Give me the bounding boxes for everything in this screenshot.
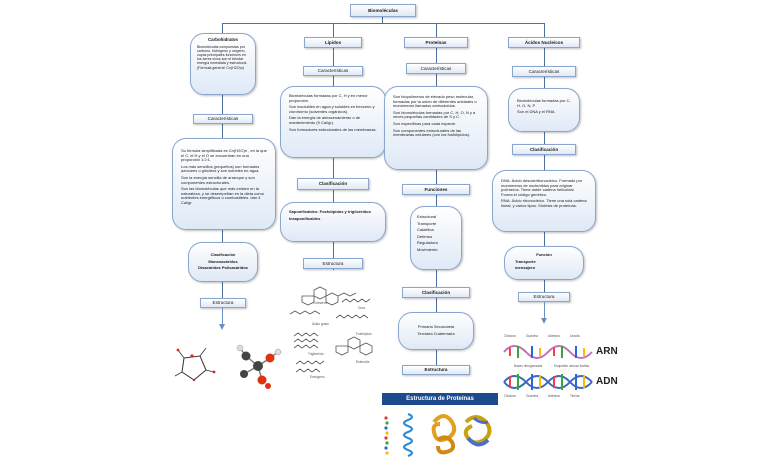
proteinas-funciones-label: Funciones — [402, 184, 470, 195]
lipidos-estructura: Estructura — [303, 258, 363, 269]
carbohidratos-clas-item-2: Disacáridos Polisacáridos — [198, 265, 248, 271]
helix-label-guanina: Guanina — [526, 334, 539, 338]
carbohidratos-car-2: Los más sencillos (pequeños) son formado… — [181, 163, 260, 174]
connector-col3-top — [436, 23, 437, 37]
carbohidratos-estructura: Estructura — [200, 298, 246, 308]
connector-top-horizontal — [222, 23, 544, 24]
proteinas-caracteristicas-label: Características — [406, 63, 466, 74]
carbohidratos-arrow-head — [219, 324, 225, 330]
carbohidratos-caracteristicas-text: Su fórmula simplificada es Cn(H2O)n , en… — [172, 138, 276, 230]
connector-col1-top — [222, 23, 223, 37]
proteinas-func-2: Transporte — [417, 220, 437, 226]
helix-label-guanina-adn: Guanina — [526, 394, 539, 398]
carbohidratos-clas-title: Clasificación — [210, 252, 236, 258]
connector-col4-top — [544, 23, 545, 37]
proteinas-car-2: Son biomoléculas formadas por C, H, O, N… — [393, 109, 476, 120]
carbohidratos-intro: Biomoléculas compuestas por carbono, hid… — [197, 44, 248, 70]
protein-structures — [384, 412, 492, 458]
acidos-arrow-shaft — [544, 302, 545, 320]
proteinas-func-3: Catalítica — [417, 227, 434, 233]
lipid-label-fosfolipido: Fosfolípido — [356, 332, 372, 336]
acidos-car-2: Son el DNA y el RNA — [517, 109, 555, 115]
connector-root-down — [382, 17, 383, 23]
lipid-label-cera: Cera — [358, 306, 365, 310]
ball-stick-molecule — [236, 344, 282, 389]
proteinas-car-4: Son componentes estructurales de las mem… — [393, 127, 471, 138]
arn-label: ARN — [596, 346, 618, 357]
proteinas-clas-2: Terciaria Cuaternaria — [417, 331, 455, 336]
carbohidratos-arrow-shaft — [222, 308, 223, 326]
lipid-label-estrogeno: Estrógeno — [310, 375, 325, 379]
proteinas-clasificacion-label: Clasificación — [402, 287, 470, 298]
lipidos-car-2: Son insolubles en agua y solubles en ben… — [289, 104, 375, 114]
acidos-clas-rna: RNA: Ácido ribonucleico. Tiene una sola … — [501, 198, 587, 208]
acidos-caracteristicas-label: Características — [512, 66, 576, 77]
acidos-funcion: Función Transporte mensajero — [504, 246, 584, 280]
lipid-structures — [289, 286, 373, 373]
root-node: Biomoléculas — [350, 4, 416, 17]
glucose-ring-molecule — [174, 347, 216, 382]
acidos-clasificacion-label: Clasificación — [512, 144, 576, 155]
proteinas-estructura: Estructura — [402, 365, 470, 375]
carbohidratos-car-3: Son la energía sencilla de arranque y so… — [181, 174, 255, 185]
proteinas-car-3: Son específicas para cada especie. — [393, 120, 457, 126]
helix-label-timina: Timina — [570, 394, 580, 398]
helix-label-citosina-adn: Citosina — [504, 394, 516, 398]
acidos-caracteristicas-text: Biomoléculas formadas por C, H, O, N, P … — [508, 88, 580, 132]
lipidos-clasificacion-label: Clasificación — [297, 178, 369, 190]
lipid-label-acido-graso: Ácido graso — [312, 322, 329, 326]
proteinas-banner: Estructura de Proteínas — [382, 393, 498, 405]
lipidos-car-4: Son formadores estructurales de las memb… — [289, 126, 377, 132]
acidos-clas-dna: DNA: Ácido desoxirribonucleico. Formado … — [501, 178, 583, 197]
helix-label-adenina-adn: Adenina — [548, 394, 560, 398]
lipidos-clas-1: Saponificables: Fosfolípidos y triglicér… — [289, 209, 371, 214]
helix-label-uracilo: Uracilo — [570, 334, 580, 338]
proteinas-clasificacion-text: Primaria Secundaria Terciaria Cuaternari… — [398, 312, 474, 350]
acidos-car-1: Biomoléculas formadas por C, H, O, N, P — [517, 98, 571, 108]
carbohidratos-header: Carbohidratos — [207, 37, 238, 42]
helix-label-esqueleto: Esqueleto azúcar-fosfato — [554, 364, 590, 368]
acidos-func-2: mensajero — [515, 265, 536, 271]
acidos-estructura: Estructura — [518, 292, 570, 302]
lipidos-caracteristicas-label: Características — [303, 66, 363, 76]
proteinas-func-5: Reguladora — [417, 240, 438, 246]
proteinas-clas-1: Primaria Secundaria — [417, 324, 455, 330]
carbohidratos-car-4: Son las biomoléculas que más existen en … — [181, 186, 264, 205]
carbohidratos-caracteristicas-label: Características — [193, 114, 253, 124]
lipidos-car-1: Biomoléculas formadas por C, H y en meno… — [289, 93, 368, 103]
proteinas-func-4: Defensa — [417, 233, 432, 239]
dna-helix — [503, 374, 593, 390]
lipidos-car-3: Dan la energía de almacenamiento o de ma… — [289, 115, 361, 125]
lipid-label-esteroide: Esteroide — [356, 360, 370, 364]
carbohidratos-clas-item-1: Monosacáridos — [208, 258, 238, 264]
acidos-clasificacion-text: DNA: Ácido desoxirribonucleico. Formado … — [492, 170, 596, 232]
helix-label-bases: Bases nitrogenadas — [514, 364, 543, 368]
carbohidratos-node: Carbohidratos Biomoléculas compuestas po… — [190, 33, 256, 95]
lipidos-node: Lípidos — [304, 37, 362, 48]
lipidos-clas-2: Insaponificables — [289, 215, 321, 221]
acidos-func-label: Función — [536, 252, 552, 257]
helix-label-adenina: Adenina — [548, 334, 560, 338]
adn-label: ADN — [596, 376, 618, 387]
proteinas-node: Proteínas — [404, 37, 468, 48]
connector-col2-vertical — [333, 48, 334, 270]
lipidos-clasificacion-text: Saponificables: Fosfolípidos y triglicér… — [280, 202, 386, 242]
lipid-label-trigliceridos: Triglicérido — [308, 352, 324, 356]
connector-col2-top — [333, 23, 334, 37]
proteinas-funciones-list: Estructural Transporte Catalítica Defens… — [410, 206, 462, 270]
proteinas-caracteristicas-text: Son biopolímeros de elevado peso molecul… — [384, 86, 488, 170]
carbohidratos-clasificacion: Clasificación Monosacáridos Disacáridos … — [188, 242, 258, 282]
helix-label-citosina: Citosina — [504, 334, 516, 338]
acidos-arrow-head — [541, 318, 547, 324]
lipid-label-colesterol: Colesterol — [313, 301, 328, 305]
proteinas-func-1: Estructural — [417, 214, 437, 219]
acidos-nucleicos-node: Ácidos Nucleicos — [508, 37, 580, 48]
proteinas-car-1: Son biopolímeros de elevado peso molecul… — [393, 94, 477, 109]
acidos-func-1: Transporte — [515, 258, 536, 264]
rna-helix — [503, 345, 593, 359]
carbohidratos-car-1: Su fórmula simplificada es Cn(H2O)n , en… — [181, 148, 267, 163]
lipidos-caracteristicas-text: Biomoléculas formadas por C, H y en meno… — [280, 86, 386, 158]
proteinas-func-6: Movimiento — [417, 246, 438, 252]
